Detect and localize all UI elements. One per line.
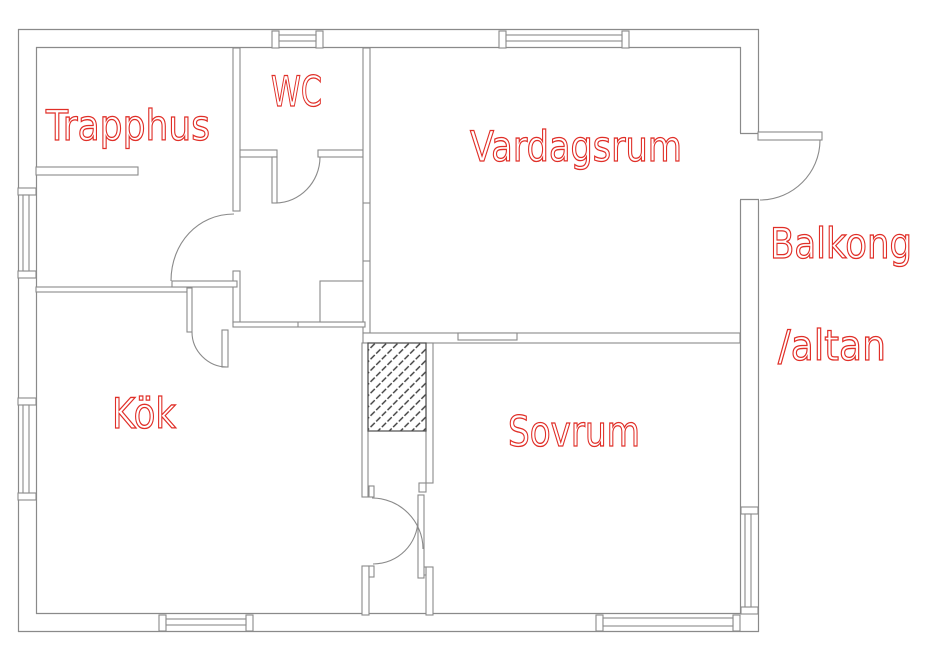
wall-kok-door-stub (221, 329, 229, 368)
exterior-walls (17, 28, 760, 633)
wall-hall-south (232, 321, 366, 328)
window-left-kok (17, 397, 37, 501)
room-label-balkong-line2: /altan (778, 321, 886, 370)
door-leaf-trapphus (171, 280, 238, 288)
room-label-balkong-line1: Balkong (770, 219, 912, 268)
shaft-hatch (367, 342, 427, 432)
jamb-corridor-right-top (418, 482, 427, 493)
window-right-sovrum (740, 506, 759, 615)
wall-hall-vardagsrum (362, 47, 371, 334)
window-bottom-sovrum (595, 614, 741, 632)
room-label-wc: WC (271, 67, 322, 116)
door-arc-sovrum-lower (372, 518, 419, 565)
door-arc-sovrum-upper (371, 497, 424, 550)
jamb-corridor-left-bottom (368, 565, 375, 578)
door-arc-trapphus (170, 213, 235, 282)
room-label-sovrum: Sovrum (508, 407, 640, 456)
jamb-corridor-left-top (368, 485, 375, 498)
door-leaf-wc (271, 156, 278, 204)
window-bottom-kok (158, 614, 254, 632)
wall-south-band (362, 332, 741, 344)
window-left-trapphus (17, 187, 37, 279)
room-label-vardagsrum: Vardagsrum (470, 122, 682, 171)
room-label-trapphus: Trapphus (45, 101, 210, 150)
wall-wc-bottom-right (317, 149, 364, 158)
interior-window-vardagsrum-sovrum (457, 332, 518, 341)
door-arc-balcony (759, 139, 821, 201)
door-leaf-balcony (757, 131, 823, 141)
wall-trapphus-door-stub (232, 270, 241, 324)
windows (17, 30, 759, 632)
window-top-wc (271, 30, 324, 49)
door-leaf-kok (186, 287, 193, 333)
room-labels: Trapphus WC Vardagsrum Balkong /altan Kö… (44, 66, 912, 456)
door-arc-kok (191, 331, 228, 368)
chimney-step (319, 280, 364, 323)
wall-wc-bottom-left (239, 149, 278, 158)
door-arc-wc (274, 156, 321, 204)
room-label-kok: Kök (112, 389, 177, 438)
window-top-vardagsrum (498, 30, 630, 49)
wall-corridor-left-lower (361, 565, 370, 616)
wall-kok-top (35, 286, 188, 293)
wall-corridor-left-upper (361, 342, 369, 498)
wall-trapphus-bottom (35, 166, 139, 176)
interior-walls (35, 47, 741, 616)
doors (170, 131, 823, 579)
wall-wc-left (232, 47, 241, 212)
wall-corridor-right-upper (425, 342, 434, 484)
wall-corridor-right-lower (425, 566, 434, 616)
